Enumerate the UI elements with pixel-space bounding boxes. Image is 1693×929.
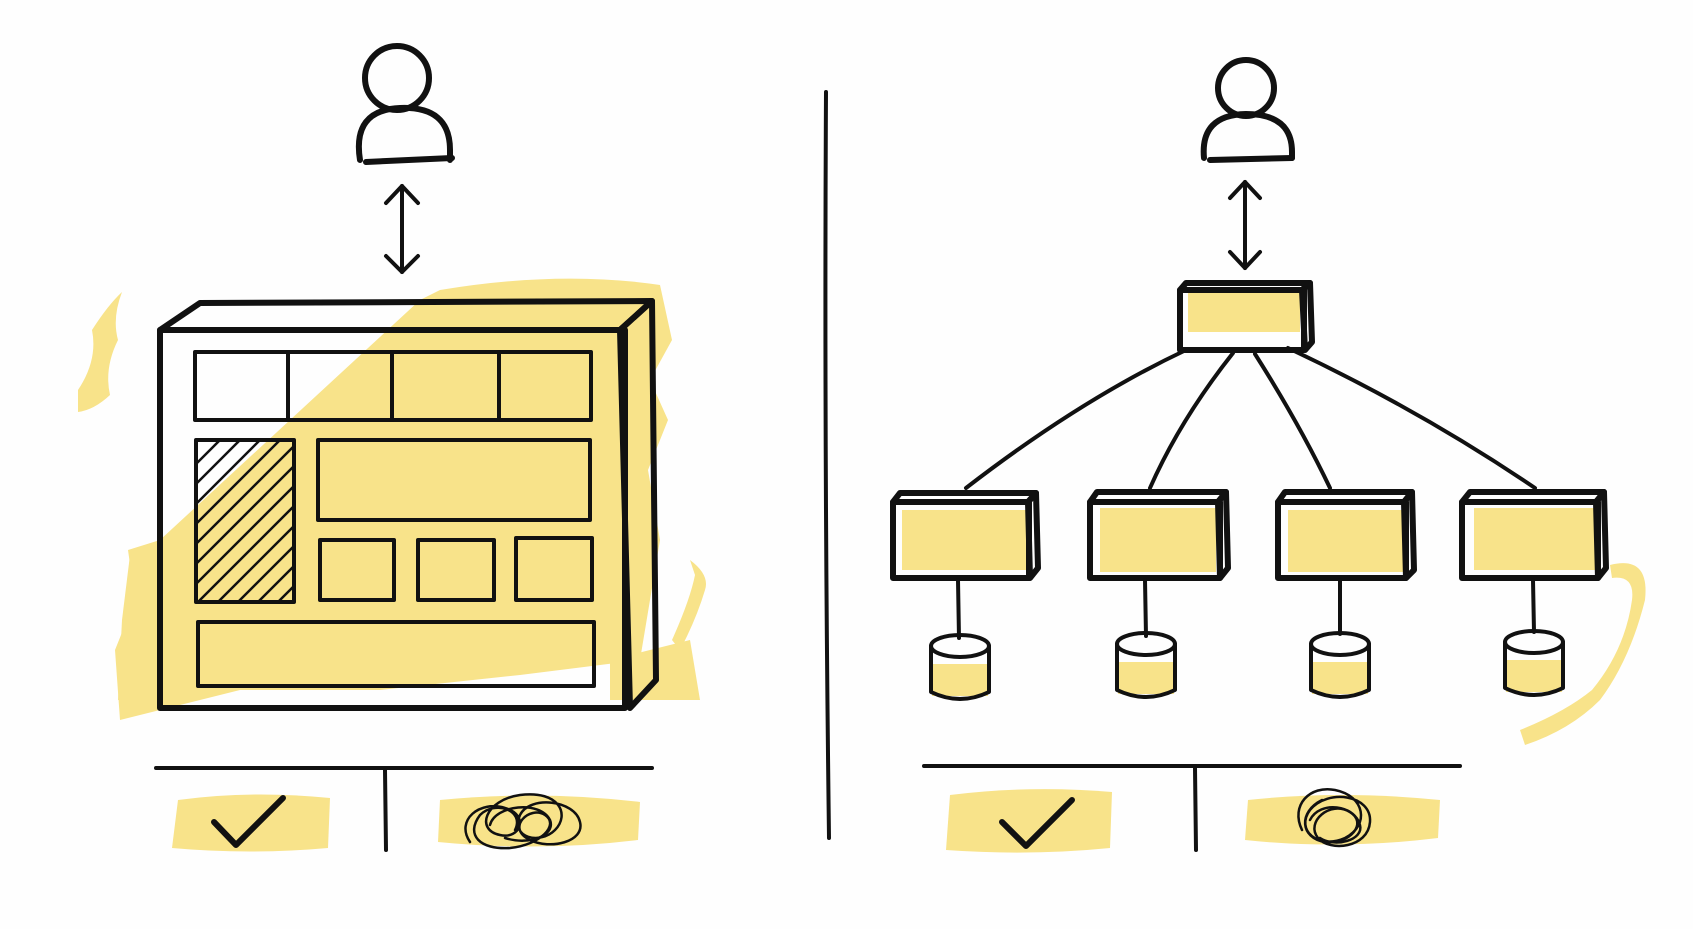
database-icon [929,633,991,701]
check-icon-right [946,789,1112,853]
service-box [890,490,1041,581]
check-icon [172,794,330,852]
scribble-icon-right [1245,787,1440,848]
monolith-small-cells [318,536,594,602]
user-icon-right [1200,57,1295,163]
gateway-box [1177,280,1315,353]
service-box [1459,489,1609,581]
monolith-sidebar-hatched [194,438,296,604]
monolith-box [157,298,659,711]
distributed-panel [890,57,1646,853]
service-box [1087,489,1231,581]
monolith-pros-cons [154,766,654,852]
bidirectional-arrow-icon [384,184,420,274]
panel-divider [823,90,831,840]
database-connectors [956,578,1536,640]
bidirectional-arrow-icon-right [1228,180,1262,270]
distributed-highlight-squiggle [1520,563,1646,745]
monolith-panel [78,43,706,852]
monolith-header-row [193,350,593,422]
database-icon [1115,631,1177,699]
gateway-connectors [964,346,1537,490]
database-icon [1309,631,1371,699]
distributed-pros-cons [922,764,1462,853]
service-box [1275,489,1417,581]
monolith-footer-bar [196,620,596,688]
monolith-content-block [316,438,592,522]
user-icon [355,43,455,165]
database-icon [1503,629,1565,697]
scribble-icon [438,793,640,850]
